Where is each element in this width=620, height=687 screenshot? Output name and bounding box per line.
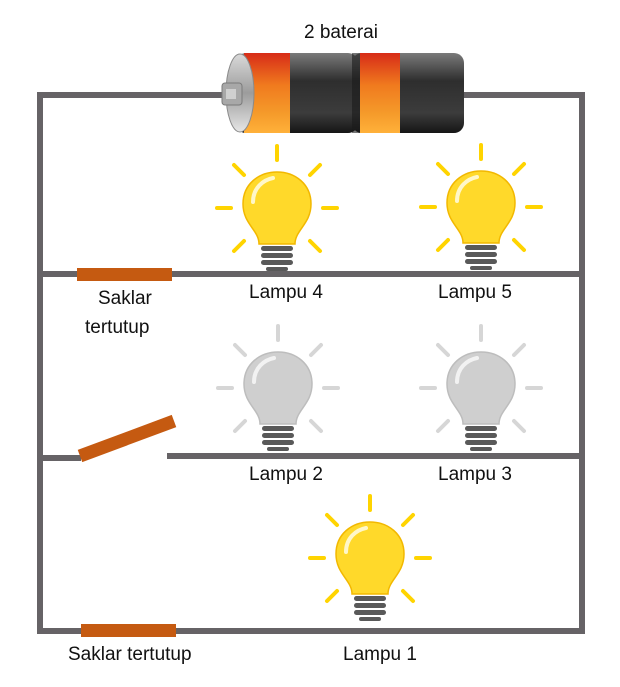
battery-cell-2-band: [360, 53, 400, 133]
lamp-3[interactable]: Lampu 3: [419, 324, 543, 485]
lamp-5-label: Lampu 5: [438, 282, 512, 303]
lamp-4[interactable]: Lampu 4: [215, 144, 339, 303]
switch-top-label-line1: Saklar: [98, 288, 153, 309]
bulb-lit-icon: [419, 143, 543, 272]
switch-bottom-closed[interactable]: [81, 624, 176, 637]
lamp-2[interactable]: Lampu 2: [216, 324, 340, 485]
lamp-1-label: Lampu 1: [343, 644, 417, 665]
switch-bottom-label: Saklar tertutup: [68, 644, 192, 665]
switch-top-label-line2: tertutup: [85, 317, 149, 338]
bulb-lit-icon: [215, 144, 339, 273]
lamp-4-label: Lampu 4: [249, 282, 323, 303]
lamp-1[interactable]: Lampu 1: [308, 494, 432, 665]
switch-top-closed[interactable]: [77, 268, 172, 281]
lamp-3-label: Lampu 3: [438, 464, 512, 485]
lamp-2-label: Lampu 2: [249, 464, 323, 485]
lamp-5[interactable]: Lampu 5: [419, 143, 543, 303]
switch-middle-open[interactable]: [77, 414, 177, 463]
bulb-unlit-icon: [216, 324, 340, 453]
bulb-unlit-icon: [419, 324, 543, 453]
battery-label: 2 baterai: [304, 22, 378, 43]
battery: 2 baterai: [221, 22, 464, 133]
bulb-lit-icon: [308, 494, 432, 623]
